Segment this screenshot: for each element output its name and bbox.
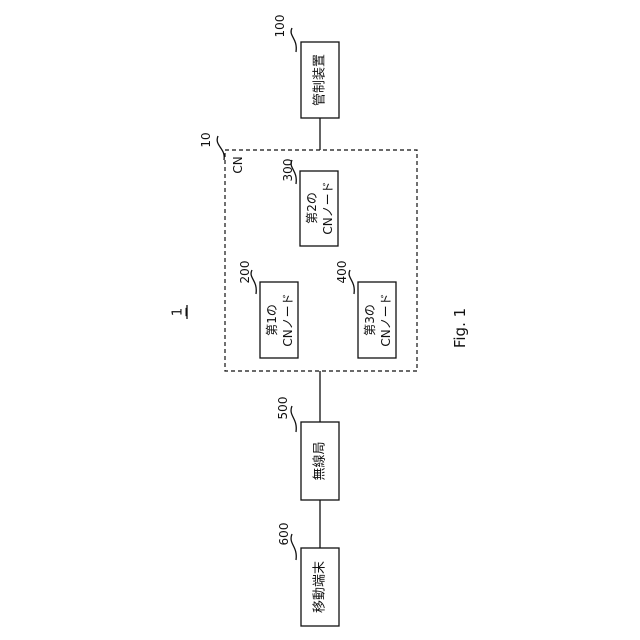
- cn-ref-leader: [217, 136, 224, 160]
- mobile-terminal-leader: [291, 534, 296, 560]
- cn-label: CN: [231, 156, 245, 173]
- control-device-leader: [291, 28, 296, 52]
- figure-caption: Fig. 1: [451, 308, 469, 348]
- radio-station-label: 無線局: [312, 441, 328, 480]
- cn-node-1-line1: 第1の: [265, 304, 279, 336]
- cn-node-2-line2: CNノード: [321, 181, 335, 234]
- cn-ref: 10: [199, 132, 213, 147]
- system-ref: 1: [171, 308, 186, 316]
- radio-station-ref: 500: [276, 397, 290, 420]
- cn-node-3-line1: 第3の: [363, 304, 377, 336]
- cn-node-1-line2: CNノード: [281, 293, 295, 346]
- mobile-terminal-ref: 600: [277, 523, 291, 546]
- cn-node-3-ref: 400: [335, 261, 349, 284]
- cn-node-2-ref: 300: [281, 159, 295, 182]
- control-device-label: 管制装置: [313, 54, 328, 106]
- cn-node-3-leader: [349, 270, 354, 294]
- control-device-ref: 100: [273, 15, 287, 38]
- radio-station-leader: [291, 406, 296, 432]
- cn-node-3-line2: CNノード: [379, 293, 393, 346]
- cn-node-1-ref: 200: [238, 261, 252, 284]
- mobile-terminal-label: 移動端末: [313, 561, 328, 613]
- cn-node-2-line1: 第2の: [305, 192, 319, 224]
